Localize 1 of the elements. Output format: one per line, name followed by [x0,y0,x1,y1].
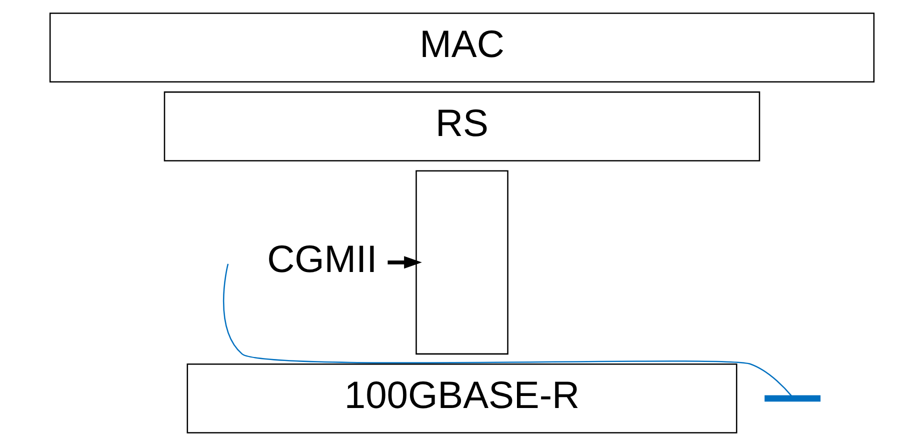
node-text: CGMII [266,238,377,281]
